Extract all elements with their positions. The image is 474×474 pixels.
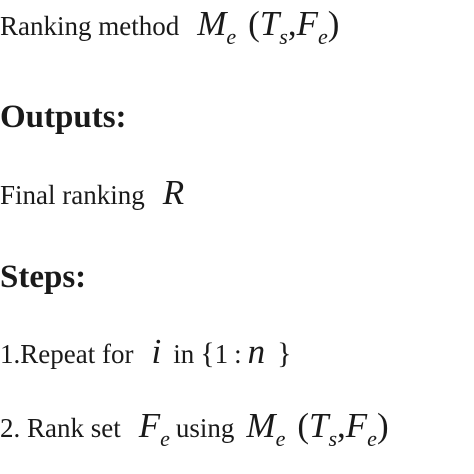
steps-heading: Steps: <box>0 259 87 295</box>
set-symbol: F <box>138 406 161 445</box>
method-subscript-step2: e <box>275 426 286 451</box>
set-subscript: e <box>160 426 170 451</box>
loop-variable: i <box>151 332 162 371</box>
final-ranking-line: Final ranking R <box>0 175 184 210</box>
arg2-subscript-step2: e <box>367 426 377 451</box>
outputs-heading-line: Outputs: <box>0 101 127 134</box>
ranking-method-label: Ranking method <box>0 11 180 41</box>
ranking-method-line: Ranking method M e ( T s , F e ) <box>0 4 340 48</box>
close-brace: } <box>277 337 292 370</box>
arg2-symbol: F <box>296 4 318 43</box>
method-symbol: M <box>197 4 227 43</box>
arg2-subscript: e <box>317 24 328 49</box>
range-colon: : <box>234 339 242 369</box>
close-paren-step2: ) <box>376 406 389 445</box>
range-end: n <box>247 332 266 371</box>
outputs-heading: Outputs: <box>0 99 127 135</box>
method-symbol-step2: M <box>246 406 276 445</box>
step-2-prefix: 2. Rank set <box>0 413 121 443</box>
range-start: 1 <box>214 339 229 369</box>
arg1-symbol-step2: T <box>309 406 329 445</box>
open-brace: { <box>200 337 215 370</box>
comma-step2: , <box>337 406 346 445</box>
using-word: using <box>175 413 235 443</box>
final-ranking-label: Final ranking <box>0 180 145 210</box>
steps-heading-line: Steps: <box>0 261 86 294</box>
ranking-symbol: R <box>162 173 185 212</box>
open-paren-step2: ( <box>297 406 309 445</box>
in-word: in <box>173 339 195 369</box>
method-subscript: e <box>226 24 237 49</box>
step-1-line: 1.Repeat for i in { 1 : n } <box>0 334 292 369</box>
arg1-subscript-step2: s <box>328 426 338 451</box>
step-1-prefix: 1.Repeat for <box>0 339 134 369</box>
arg2-symbol-step2: F <box>345 406 368 445</box>
arg1-subscript: s <box>279 24 288 49</box>
open-paren: ( <box>248 4 260 43</box>
close-paren: ) <box>327 4 340 43</box>
arg1-symbol: T <box>259 4 280 43</box>
step-2-line: 2. Rank set F e using M e ( T s , F e ) <box>0 406 389 450</box>
comma: , <box>287 4 297 43</box>
